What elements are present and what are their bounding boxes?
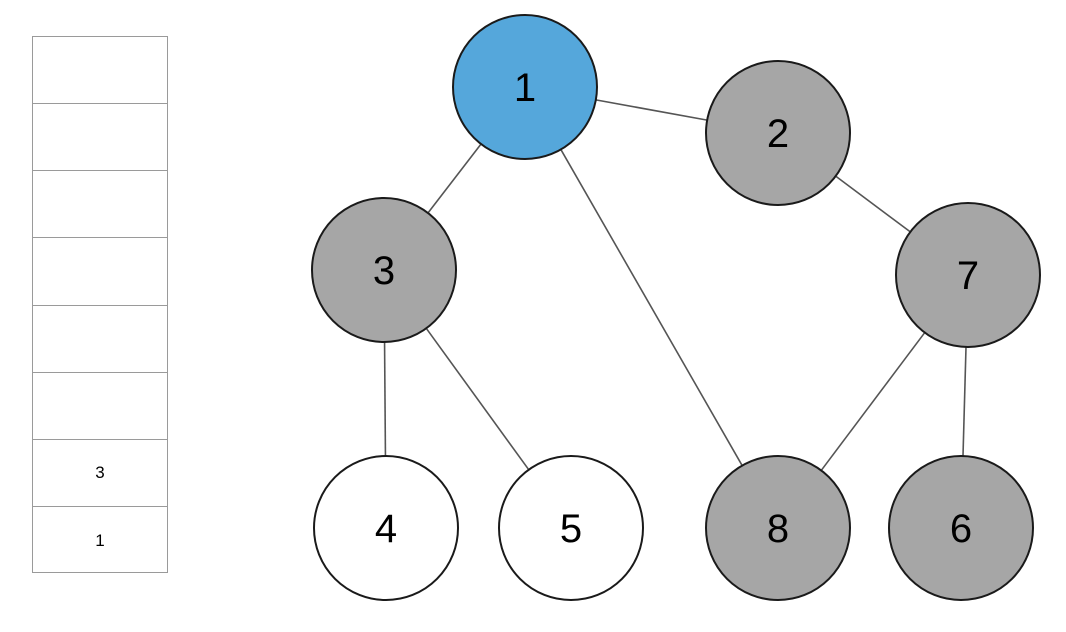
graph-node-7[interactable]: 7 [895, 202, 1041, 348]
graph-node-4[interactable]: 4 [313, 455, 459, 601]
node-circle-2[interactable] [705, 60, 851, 206]
stack-cell [33, 238, 167, 306]
node-label-6: 6 [950, 507, 972, 551]
stack-cell: 1 [95, 530, 105, 550]
node-circle-5[interactable] [498, 455, 644, 601]
graph-edge-2-7 [835, 175, 911, 233]
node-label-3: 3 [373, 249, 395, 293]
edge-layer [383, 99, 967, 471]
graph-edge-3-5 [425, 327, 530, 471]
graph-node-6[interactable]: 6 [888, 455, 1034, 601]
node-label-2: 2 [767, 112, 789, 156]
stack-cell [33, 171, 167, 239]
node-circle-7[interactable] [895, 202, 1041, 348]
stack-cell [33, 104, 167, 172]
graph-edge-7-6 [962, 346, 967, 457]
graph-edge-1-3 [427, 143, 482, 214]
stack-cell [33, 306, 167, 373]
node-label-8: 8 [767, 507, 789, 551]
node-label-5: 5 [560, 507, 582, 551]
node-label-1: 1 [514, 66, 536, 110]
graph-edge-3-4 [383, 341, 387, 457]
graph-node-8[interactable]: 8 [705, 455, 851, 601]
node-circle-1[interactable] [452, 14, 598, 160]
stack-cell [33, 373, 167, 440]
stack-cell: 3 [33, 440, 167, 507]
graph-edge-7-8 [820, 332, 926, 471]
node-label-4: 4 [375, 507, 397, 551]
node-circle-3[interactable] [311, 197, 457, 343]
stack-cell [33, 37, 167, 105]
graph-node-3[interactable]: 3 [311, 197, 457, 343]
graph-node-5[interactable]: 5 [498, 455, 644, 601]
graph-edge-1-8 [560, 149, 743, 466]
node-circle-8[interactable] [705, 455, 851, 601]
graph-node-1[interactable]: 1 [452, 14, 598, 160]
graph-node-2[interactable]: 2 [705, 60, 851, 206]
node-circle-6[interactable] [888, 455, 1034, 601]
node-label-7: 7 [957, 254, 979, 298]
node-layer: 1 2 3 7 4 5 8 6 [311, 14, 1041, 601]
node-circle-4[interactable] [313, 455, 459, 601]
graph-edge-1-2 [595, 99, 708, 121]
